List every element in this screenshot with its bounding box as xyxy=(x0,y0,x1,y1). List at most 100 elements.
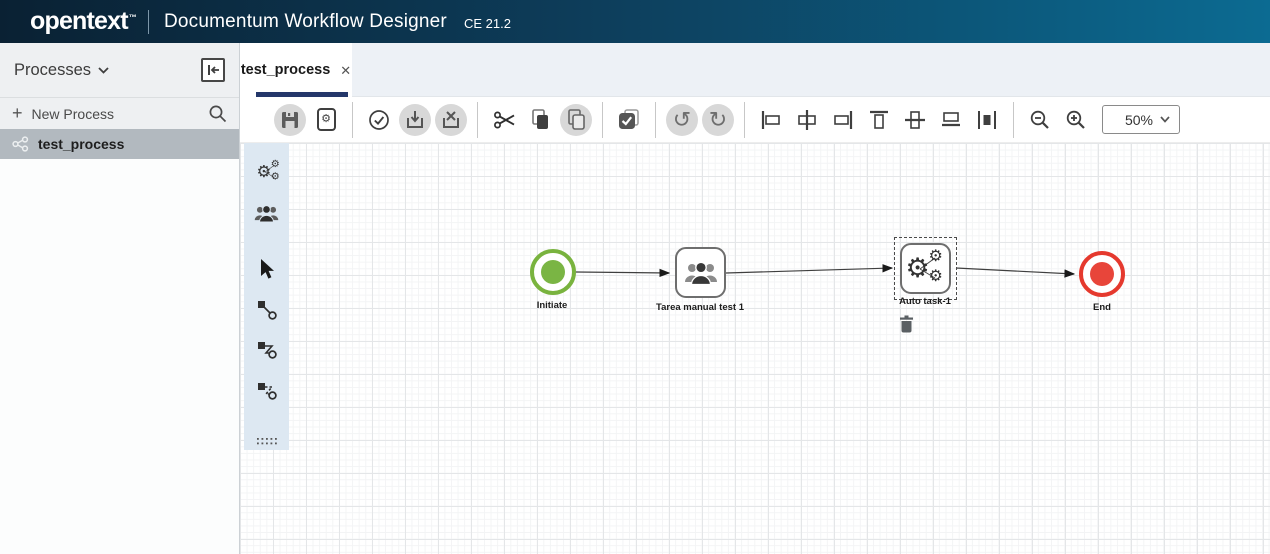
opentext-logo: opentext™ xyxy=(30,7,137,35)
toolbar-separator xyxy=(655,101,656,138)
tab-test-process[interactable]: test_process ✕ xyxy=(240,43,352,97)
plus-icon: + xyxy=(12,103,23,123)
process-properties-button[interactable]: ⚙ xyxy=(310,104,342,136)
gears-icon: ⚙ ⚙ ⚙ xyxy=(255,158,280,182)
connector-manual-to-auto[interactable] xyxy=(725,264,894,274)
align-middle-button[interactable] xyxy=(899,104,931,136)
search-button[interactable] xyxy=(208,104,227,123)
node-manual-task[interactable] xyxy=(675,247,726,298)
document-gear-icon: ⚙ xyxy=(316,108,336,131)
align-center-button[interactable] xyxy=(791,104,823,136)
toolbar-separator xyxy=(477,101,478,138)
new-process-button[interactable]: + New Process xyxy=(0,97,239,129)
connector-initiate-to-manual[interactable] xyxy=(575,268,671,278)
cut-button[interactable] xyxy=(488,104,520,136)
align-top-button[interactable] xyxy=(863,104,895,136)
magnifier-plus-icon xyxy=(1066,110,1085,129)
scissors-icon xyxy=(493,111,514,128)
palette-dashed-connector[interactable] xyxy=(250,375,284,409)
save-button[interactable] xyxy=(274,103,306,136)
node-auto-task[interactable]: ⚙ ⚙ ⚙ xyxy=(894,237,957,300)
uninstall-button[interactable] xyxy=(435,103,467,136)
toolbar-separator xyxy=(1013,101,1014,138)
align-middle-icon xyxy=(905,110,925,129)
delete-node-button[interactable] xyxy=(899,315,914,336)
align-center-icon xyxy=(798,109,816,130)
workflow-canvas[interactable]: ⚙ ⚙ ⚙ xyxy=(240,143,1270,554)
distribute-icon xyxy=(978,110,996,129)
copy-button[interactable] xyxy=(524,104,556,136)
chevron-down-icon xyxy=(1160,116,1170,123)
paste-pages-icon xyxy=(568,108,585,130)
people-icon xyxy=(254,204,279,222)
processes-panel: Processes + New Process xyxy=(0,43,240,554)
align-bottom-icon xyxy=(942,111,960,126)
align-left-button[interactable] xyxy=(755,104,787,136)
palette-select-tool[interactable] xyxy=(250,252,284,286)
palette-manual-activity[interactable] xyxy=(250,196,284,230)
align-right-icon xyxy=(834,110,853,129)
search-icon xyxy=(209,105,227,123)
header-divider xyxy=(147,9,149,34)
install-button[interactable] xyxy=(399,103,431,136)
dashed-link-icon xyxy=(257,383,277,400)
zoom-in-button[interactable] xyxy=(1060,104,1092,136)
redo-button[interactable]: ↻ xyxy=(702,103,734,136)
node-initiate[interactable] xyxy=(530,249,576,295)
tab-label: test_process xyxy=(240,62,331,78)
close-icon[interactable]: ✕ xyxy=(340,62,352,78)
sidebar-item-test-process[interactable]: test_process xyxy=(0,129,239,159)
align-left-icon xyxy=(761,110,780,129)
node-initiate-label: Initiate xyxy=(536,300,568,311)
node-auto-task-label: Auto task-1 xyxy=(899,296,951,307)
processes-panel-header: Processes xyxy=(0,43,239,97)
palette-straight-connector[interactable] xyxy=(250,293,284,327)
redo-arrow-icon: ↻ xyxy=(708,106,728,132)
node-manual-task-label: Tarea manual test 1 xyxy=(655,302,744,313)
undo-button[interactable]: ↺ xyxy=(666,103,698,136)
collapse-arrow-icon xyxy=(207,65,219,75)
tool-palette: ⚙ ⚙ ⚙ xyxy=(244,143,289,450)
panel-title: Processes xyxy=(14,60,92,79)
palette-elbow-connector[interactable] xyxy=(250,334,284,368)
gears-icon: ⚙ ⚙ ⚙ xyxy=(905,247,943,285)
collapse-panel-button[interactable] xyxy=(201,58,225,82)
paste-button[interactable] xyxy=(560,103,592,136)
select-all-button[interactable] xyxy=(613,104,645,136)
toolbar: ⚙ xyxy=(240,97,1270,143)
validate-button[interactable] xyxy=(363,104,395,136)
palette-toggle-grid[interactable] xyxy=(250,424,284,458)
connector-layer xyxy=(575,264,1076,278)
distribute-button[interactable] xyxy=(971,104,1003,136)
zoom-out-button[interactable] xyxy=(1024,104,1056,136)
zoom-level-select[interactable]: 50% xyxy=(1102,105,1180,134)
node-end[interactable] xyxy=(1079,251,1125,297)
grid-dots-icon xyxy=(256,437,277,444)
tray-download-icon xyxy=(407,110,423,128)
align-bottom-button[interactable] xyxy=(935,104,967,136)
chevron-down-icon[interactable] xyxy=(98,66,109,74)
people-icon xyxy=(684,261,717,285)
tray-x-icon xyxy=(443,110,459,128)
undo-arrow-icon: ↺ xyxy=(672,106,692,132)
sidebar-empty-area xyxy=(0,159,239,554)
trash-icon xyxy=(900,315,913,333)
copy-pages-icon xyxy=(532,108,548,129)
start-event-icon xyxy=(530,249,576,295)
check-circle-icon xyxy=(369,109,389,130)
palette-auto-activity[interactable]: ⚙ ⚙ ⚙ xyxy=(250,155,284,189)
new-process-label: New Process xyxy=(31,105,114,122)
checked-box-icon xyxy=(619,108,639,129)
sidebar-item-label: test_process xyxy=(38,136,125,152)
zoom-level-value: 50% xyxy=(1124,111,1153,128)
floppy-icon xyxy=(282,111,298,128)
app-title: Documentum Workflow Designer xyxy=(163,10,447,32)
toolbar-separator xyxy=(744,101,745,138)
cursor-icon xyxy=(260,258,274,279)
magnifier-minus-icon xyxy=(1030,110,1049,129)
toolbar-separator xyxy=(352,101,353,138)
align-right-button[interactable] xyxy=(827,104,859,136)
toolbar-separator xyxy=(602,101,603,138)
elbow-link-icon xyxy=(257,342,277,359)
connector-auto-to-end[interactable] xyxy=(955,267,1076,278)
